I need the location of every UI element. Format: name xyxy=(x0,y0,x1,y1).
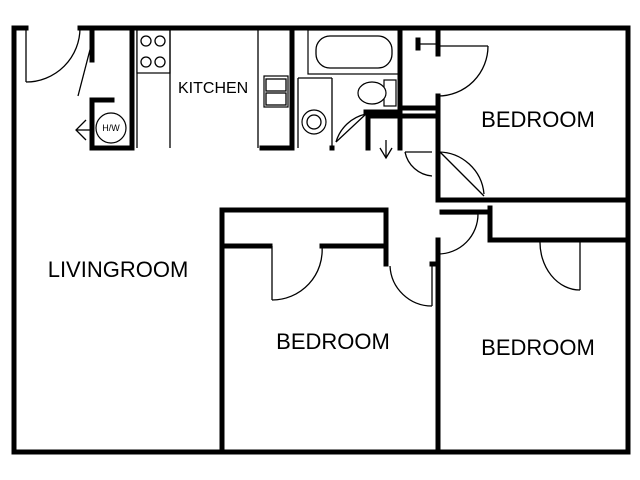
bedroom1-closet-door-swing xyxy=(437,45,489,97)
water-heater-closet: H/W xyxy=(75,25,135,151)
bedroom1-door-leaf xyxy=(439,151,485,197)
hw-closet-door-leaf xyxy=(77,41,93,97)
water-heater-label: H/W xyxy=(102,123,120,133)
hw-closet-door-arrow xyxy=(75,119,87,141)
bedroom-bottom-right-area: BEDROOM xyxy=(435,205,631,455)
sink-basin xyxy=(265,92,287,106)
kitchen-label: KITCHEN xyxy=(178,80,248,97)
entry-door xyxy=(25,27,81,83)
bedroom-top-right-label: BEDROOM xyxy=(481,107,595,132)
hall-closet xyxy=(365,113,441,177)
bedroom-center-area: BEDROOM xyxy=(219,207,441,455)
entry-door-swing xyxy=(25,27,81,83)
bathtub-basin xyxy=(315,35,393,69)
toilet-icon xyxy=(357,81,387,105)
burner-icon xyxy=(140,56,152,68)
hall-closet-door-swing xyxy=(404,151,433,177)
sink-basin xyxy=(265,78,287,92)
bedroom-bottom-right-label: BEDROOM xyxy=(481,335,595,360)
stove-icon xyxy=(136,29,171,74)
kitchen-area: KITCHEN xyxy=(129,25,295,151)
burner-icon xyxy=(154,56,166,68)
bathroom-door-leaf xyxy=(335,113,367,143)
bedroom3-closet-door-swing xyxy=(539,239,581,291)
bathroom-area xyxy=(297,25,403,151)
bedroom-top-right-area: BEDROOM xyxy=(397,25,631,203)
livingroom-area: LIVINGROOM xyxy=(48,257,189,282)
burner-icon xyxy=(140,35,152,47)
bedroom3-door-swing xyxy=(437,213,479,255)
livingroom-label: LIVINGROOM xyxy=(48,257,189,282)
linen-closet-door-arrow xyxy=(379,147,393,160)
water-heater-icon xyxy=(95,112,127,144)
bathroom-sink-basin xyxy=(306,114,322,130)
bedroom1-door-swing xyxy=(437,151,485,195)
bedroom-center-label: BEDROOM xyxy=(276,329,390,354)
bedroom2-closet-door-swing xyxy=(271,245,323,301)
bathroom-sink-icon xyxy=(301,109,327,135)
bathroom-door-swing xyxy=(335,113,367,143)
burner-icon xyxy=(154,35,166,47)
bedroom2-door-swing xyxy=(389,265,433,307)
